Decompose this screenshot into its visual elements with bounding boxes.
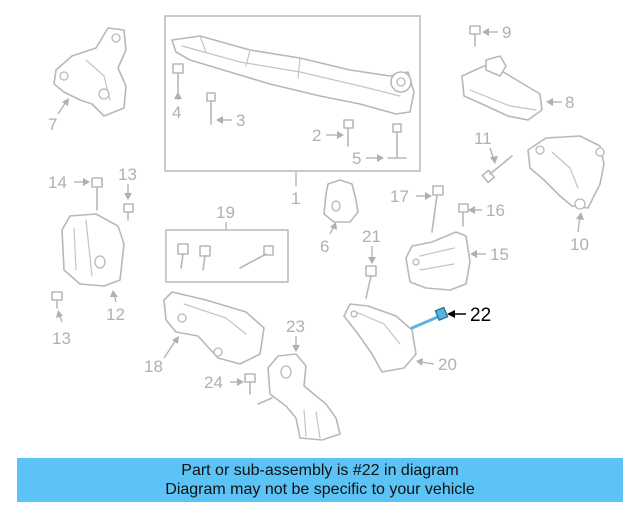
part-7-bracket[interactable] — [53, 27, 127, 117]
part-22-bolt-highlighted[interactable] — [410, 306, 449, 330]
callout-1: 1 — [291, 189, 300, 208]
callout-19: 19 — [216, 203, 235, 222]
callout-24: 24 — [204, 373, 223, 392]
callout-13-upper: 13 — [118, 165, 137, 184]
part-13-bolt-lower[interactable] — [51, 291, 63, 309]
part-21-bolt[interactable] — [365, 265, 377, 299]
part-10-bracket[interactable] — [527, 135, 605, 210]
callout-20: 20 — [438, 355, 457, 374]
callout-8: 8 — [565, 93, 574, 112]
part-2-bolt[interactable] — [343, 119, 354, 147]
part-18-bracket[interactable] — [163, 291, 265, 365]
part-16-bolt[interactable] — [458, 203, 469, 227]
part-11-bolt[interactable] — [481, 155, 513, 184]
part-4-bolt[interactable] — [172, 63, 184, 95]
banner-line-2: Diagram may not be specific to your vehi… — [165, 481, 475, 498]
part-14-bolt[interactable] — [91, 177, 103, 211]
callout-23: 23 — [286, 317, 305, 336]
part-3-bolt[interactable] — [206, 92, 216, 125]
callout-5: 5 — [352, 149, 361, 168]
info-banner: Part or sub-assembly is #22 in diagram D… — [17, 458, 623, 502]
part-5-bolt[interactable] — [387, 123, 407, 159]
callout-18: 18 — [144, 357, 163, 376]
parts-diagram: 1 2 3 4 5 6 7 8 9 10 11 12 13 13 14 15 1… — [48, 15, 605, 441]
callout-10: 10 — [570, 235, 589, 254]
callout-11: 11 — [474, 129, 492, 148]
part-19-bolt-set[interactable] — [165, 229, 289, 283]
part-1-crossmember[interactable] — [164, 15, 421, 172]
part-6-mount[interactable] — [323, 179, 359, 223]
part-15-bracket[interactable] — [405, 231, 471, 291]
callout-13-lower: 13 — [52, 329, 71, 348]
callout-12: 12 — [106, 305, 125, 324]
part-9-bolt[interactable] — [469, 25, 481, 47]
part-23-mount[interactable] — [257, 353, 341, 441]
crossmember-frame — [164, 15, 421, 172]
callout-21: 21 — [362, 227, 381, 246]
callout-6: 6 — [320, 237, 329, 256]
callout-7: 7 — [48, 115, 57, 134]
callout-16: 16 — [486, 201, 505, 220]
callout-2: 2 — [312, 126, 321, 145]
part-8-mount[interactable] — [461, 55, 543, 121]
part-17-bolt[interactable] — [431, 185, 444, 233]
part-20-bracket[interactable] — [343, 303, 417, 373]
callout-22-active: 22 — [470, 305, 491, 326]
callout-17: 17 — [390, 187, 409, 206]
part-24-bolt[interactable] — [244, 373, 256, 395]
banner-line-1: Part or sub-assembly is #22 in diagram — [181, 462, 459, 479]
callout-4: 4 — [172, 103, 181, 122]
part-12-mount[interactable] — [61, 213, 125, 287]
part-13-bolt-upper[interactable] — [123, 203, 134, 221]
callout-14: 14 — [48, 173, 67, 192]
callout-3: 3 — [236, 111, 245, 130]
callout-labels: 1 2 3 4 5 6 7 8 9 10 11 12 13 13 14 15 1… — [48, 23, 589, 392]
callout-9: 9 — [502, 23, 511, 42]
callout-15: 15 — [490, 245, 509, 264]
leader-lines — [56, 28, 584, 386]
